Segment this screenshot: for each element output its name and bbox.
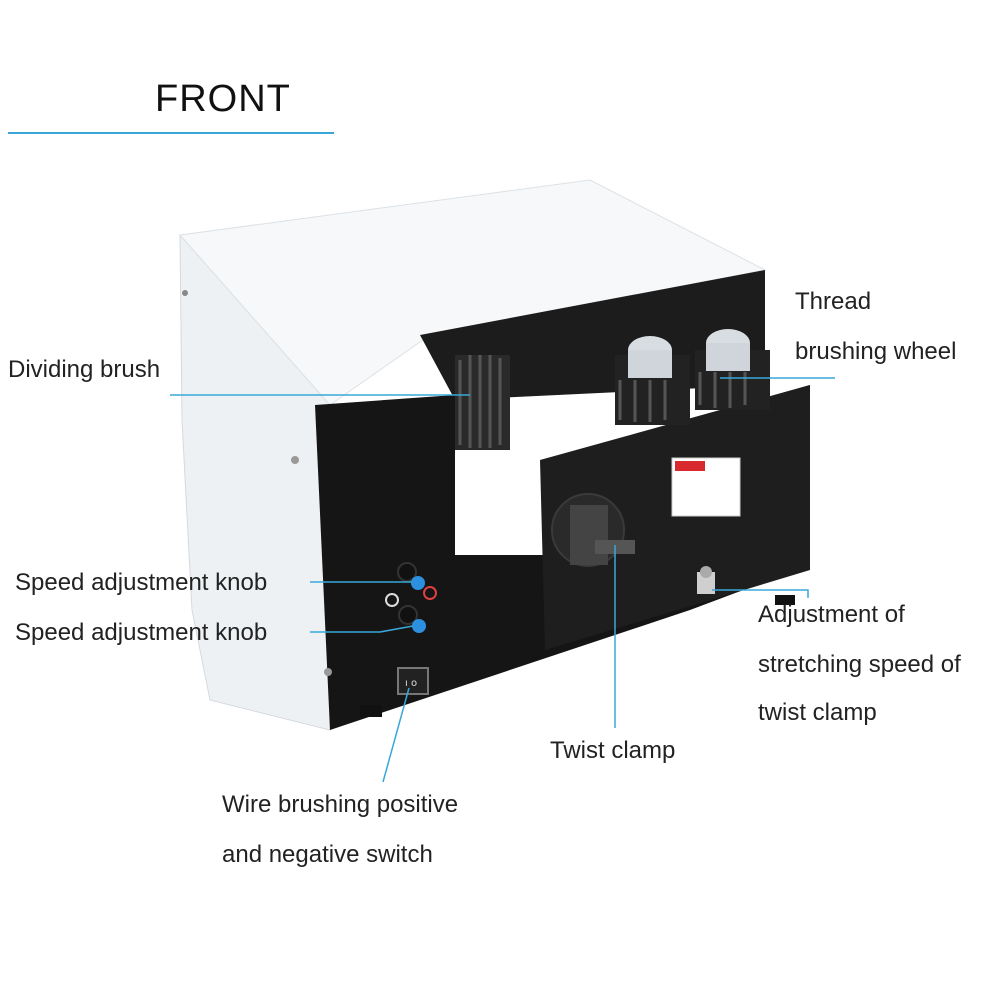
foot-left: [360, 705, 382, 717]
screw-1: [182, 290, 188, 296]
label-thread-wheel-1: Thread: [795, 288, 872, 315]
label-speed-knob-1: Speed adjustment knob: [15, 569, 268, 596]
leader-switch: [382, 687, 410, 783]
foot-right: [775, 595, 795, 605]
thread-brushing-wheels-graphic: [615, 329, 770, 425]
label-dividing-brush: Dividing brush: [8, 356, 161, 383]
page-title: FRONT: [155, 78, 291, 120]
speed-knob-2: [398, 605, 426, 633]
label-thread-wheel-2: brushing wheel: [795, 338, 957, 365]
leader-speed-knob-2: [310, 625, 414, 633]
leader-stretch: [712, 589, 809, 598]
label-speed-knob-2: Speed adjustment knob: [15, 619, 268, 646]
label-twist-clamp: Twist clamp: [550, 737, 676, 764]
stretch-adjuster-graphic: [697, 566, 715, 594]
screw-2: [291, 456, 299, 464]
label-switch-2: and negative switch: [222, 841, 433, 868]
label-stretch-2: stretching speed of: [758, 651, 961, 678]
screw-3: [324, 668, 332, 676]
label-stretch-1: Adjustment of: [758, 601, 905, 628]
speed-knob-1: [397, 562, 425, 590]
svg-text:ı o: ı o: [405, 678, 417, 689]
rocker-switch: ı o: [397, 667, 429, 695]
title-underline: [8, 132, 334, 134]
label-stretch-3: twist clamp: [758, 699, 877, 726]
dividing-brush-graphic: [455, 355, 510, 450]
center-block: [540, 385, 810, 650]
twist-clamp-graphic: [551, 493, 635, 567]
speed-indicator-icon: [385, 593, 399, 607]
label-switch-1: Wire brushing positive: [222, 791, 459, 818]
speed-indicator-red-icon: [423, 586, 437, 600]
warning-label: [671, 457, 741, 517]
